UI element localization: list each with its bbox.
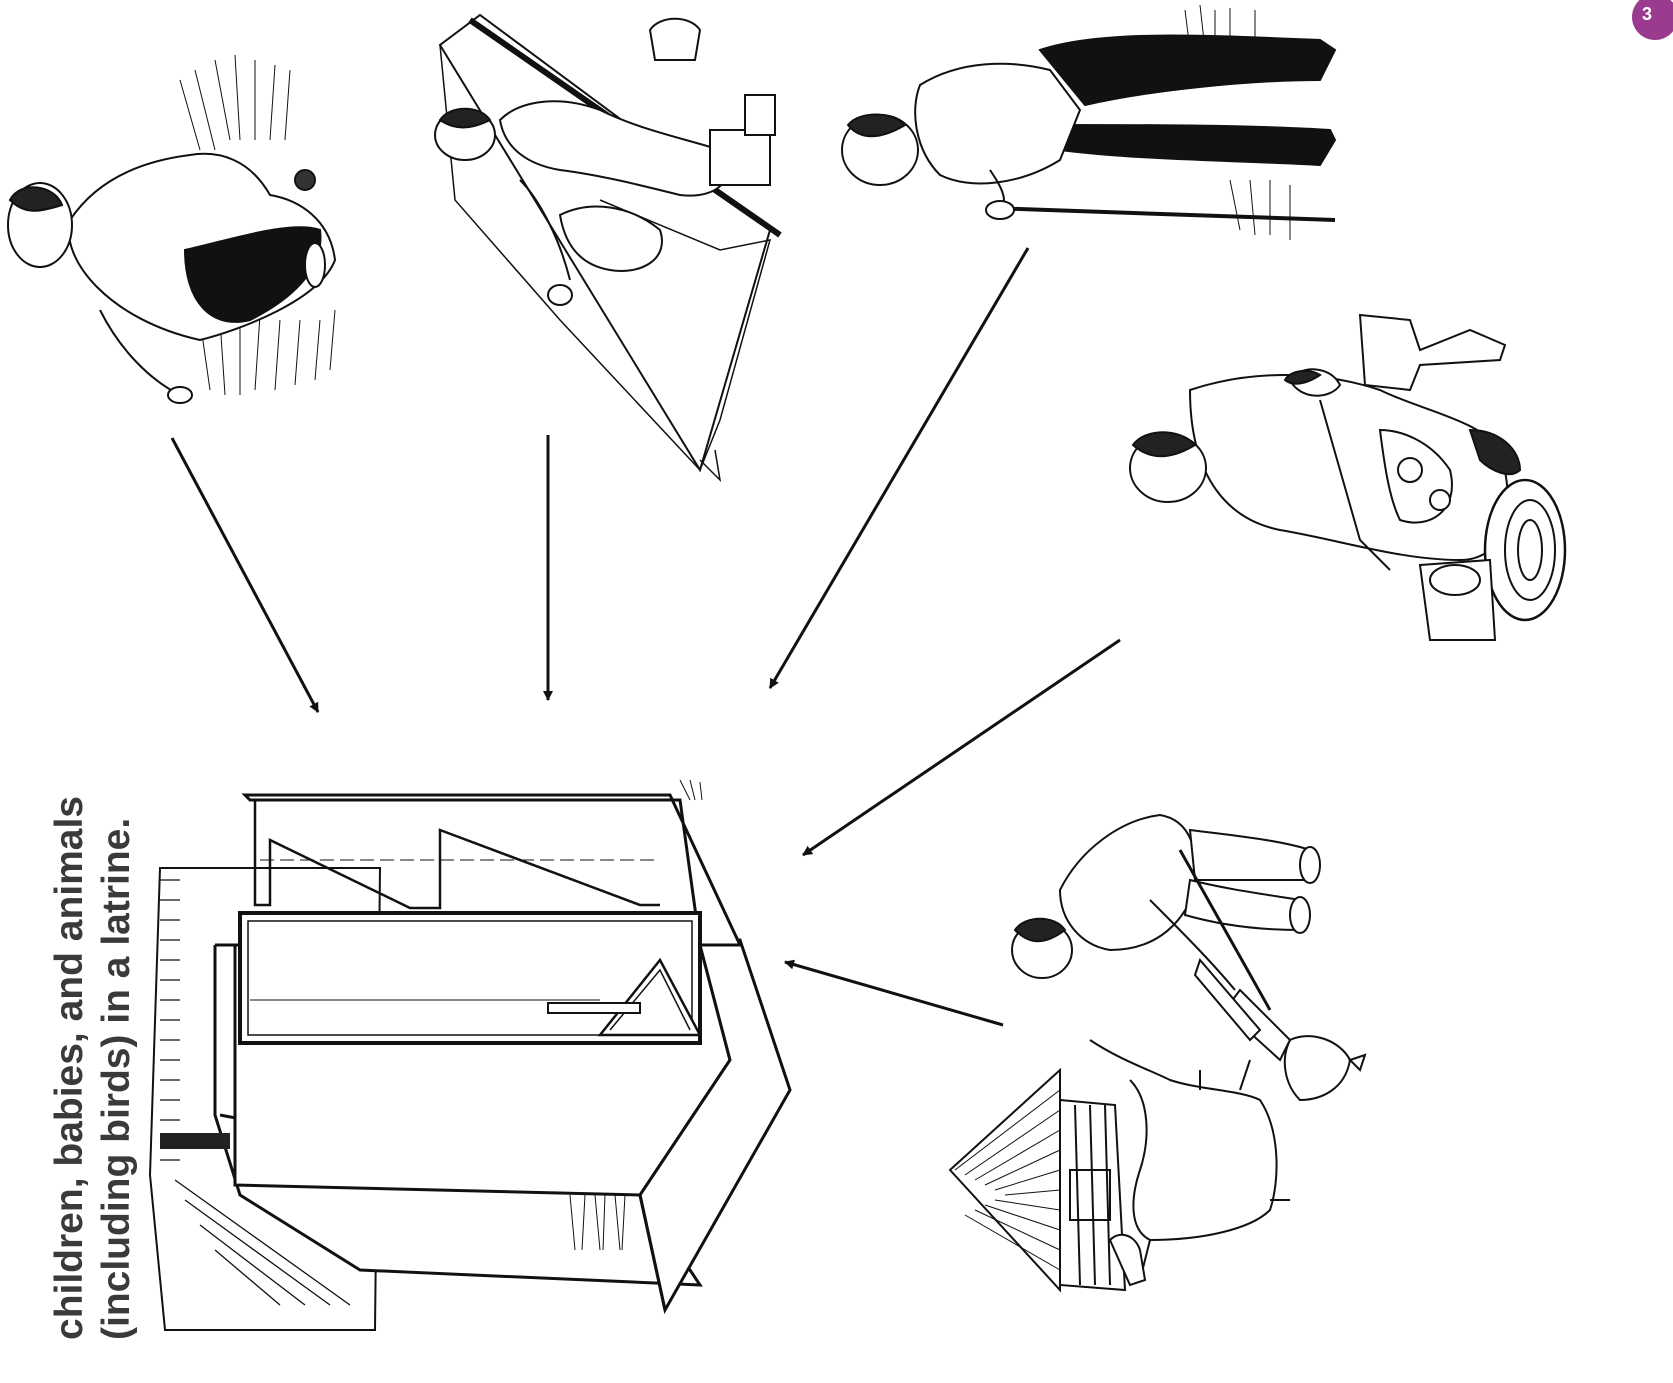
arrow-from-squatting bbox=[172, 438, 318, 712]
mother-child-icon bbox=[1130, 315, 1565, 640]
arrow-from-standing-man bbox=[770, 248, 1028, 688]
arrow-from-sweeping-man bbox=[785, 962, 1003, 1025]
baby-changing-icon bbox=[435, 15, 780, 480]
arrow-from-mother-child bbox=[803, 640, 1120, 855]
squatting-person-icon bbox=[8, 55, 335, 403]
sweeping-man-animals-icon bbox=[950, 815, 1365, 1290]
latrine-icon bbox=[150, 780, 790, 1330]
standing-man-icon bbox=[842, 5, 1335, 240]
